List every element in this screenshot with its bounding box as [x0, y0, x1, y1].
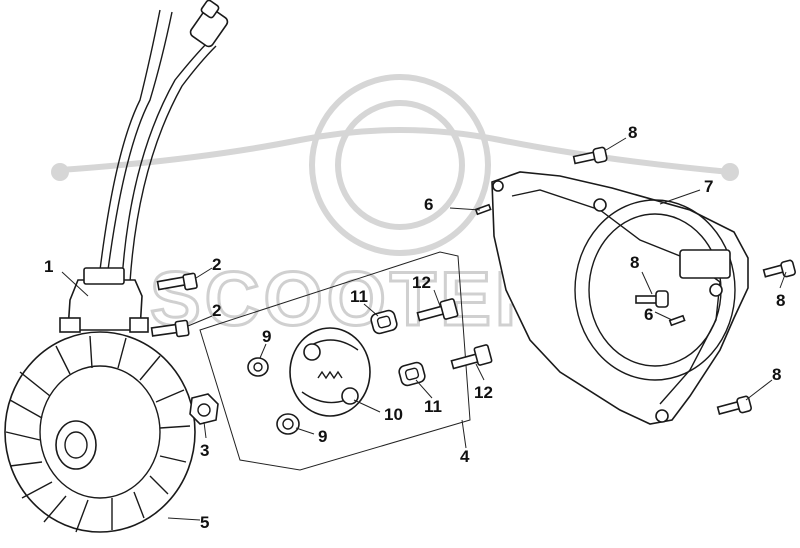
washer-upper [247, 357, 269, 377]
callout-2a: 2 [212, 255, 221, 274]
callout-6a: 6 [424, 195, 433, 214]
screw-inner [635, 290, 669, 308]
screw-bottom [716, 395, 752, 415]
screw-right [762, 259, 796, 278]
leader-lines [61, 137, 787, 521]
flywheel-nut [189, 393, 219, 425]
fan-cover [491, 171, 749, 425]
callout-9b: 9 [318, 427, 327, 446]
callout-10: 10 [384, 405, 403, 424]
spacer-lower [398, 361, 426, 387]
callout-11b: 11 [424, 397, 442, 416]
callout-12b: 12 [474, 383, 493, 402]
callout-6b: 6 [644, 305, 653, 324]
flywheel [4, 331, 196, 533]
callout-8b: 8 [630, 253, 639, 272]
ignition-coil [59, 0, 229, 333]
callout-3: 3 [200, 441, 209, 460]
callout-11a: 11 [350, 287, 368, 306]
callout-8a: 8 [628, 123, 637, 142]
bolt-upper [156, 272, 198, 291]
callout-4: 4 [460, 447, 470, 466]
callout-5: 5 [200, 513, 209, 532]
watermark-logo: SCOOTER [51, 74, 739, 344]
clutch-group-outline [199, 251, 471, 471]
screw-top [572, 146, 608, 165]
washer-lower [276, 413, 300, 435]
watermark-text: SCOOTER [150, 257, 554, 342]
callout-8c: 8 [776, 291, 785, 310]
clutch-bolt-upper [416, 298, 459, 322]
callout-2b: 2 [212, 301, 221, 320]
pin-lower [668, 314, 686, 327]
pin-upper [474, 203, 492, 216]
callout-9a: 9 [262, 327, 271, 346]
callout-12a: 12 [412, 273, 431, 292]
callout-7: 7 [704, 177, 713, 196]
bolt-lower [150, 319, 190, 338]
callout-8d: 8 [772, 365, 781, 384]
clutch-bolt-lower [450, 344, 493, 370]
callout-1: 1 [44, 257, 53, 276]
clutch [289, 327, 371, 417]
